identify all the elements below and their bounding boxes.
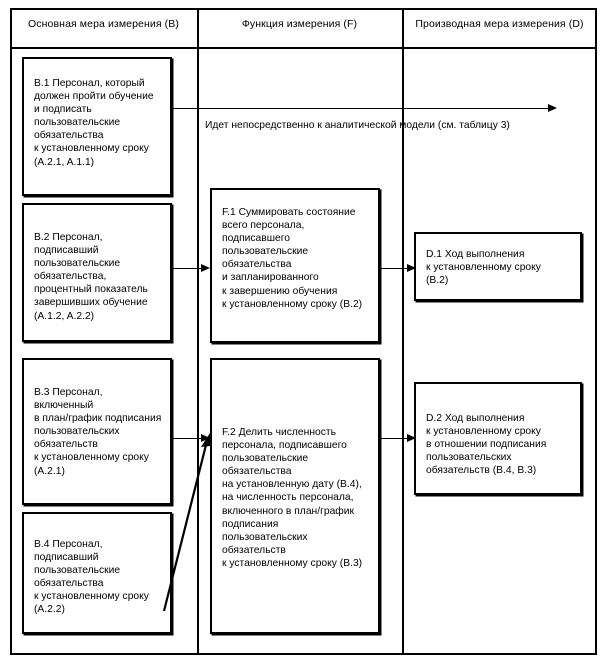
column-divider-b-f [197, 8, 199, 655]
table-frame [10, 8, 597, 655]
box-b3: B.3 Персонал, включенный в план/график п… [22, 358, 172, 505]
box-b2-text: B.2 Персонал, подписавший пользовательск… [34, 232, 148, 322]
box-b1: B.1 Персонал, который должен пройти обуч… [22, 57, 172, 196]
column-divider-f-d [402, 8, 404, 655]
box-b3-text: B.3 Персонал, включенный в план/график п… [34, 387, 162, 477]
box-f1: F.1 Суммировать состояние всего персонал… [210, 188, 380, 343]
arrowhead-f2-to-d2 [407, 433, 416, 442]
header-divider [10, 47, 597, 49]
box-f1-text: F.1 Суммировать состояние всего персонал… [222, 207, 363, 310]
connector-b4-to-f2 [162, 433, 210, 612]
connector-b1-to-model [172, 108, 555, 109]
connector-f2-to-d2 [380, 438, 414, 439]
connector-b3-to-f2 [172, 438, 208, 439]
box-d1-text: D.1 Ход выполнения к установленному срок… [426, 249, 541, 287]
arrowhead-f1-to-d1 [407, 263, 416, 272]
box-f2: F.2 Делить численность персонала, подпис… [210, 358, 380, 634]
annotation-direct-to-model: Идет непосредственно к аналитической мод… [205, 120, 510, 131]
box-f2-text: F.2 Делить численность персонала, подпис… [222, 427, 363, 569]
connector-b2-to-f1 [172, 268, 208, 269]
column-header-base-measure: Основная мера измерения (B) [28, 18, 179, 30]
arrowhead-b3-to-f2 [201, 433, 210, 442]
arrowhead-b1-to-model [548, 103, 557, 112]
column-header-measurement-function: Функция измерения (F) [241, 18, 358, 30]
box-b2: B.2 Персонал, подписавший пользовательск… [22, 203, 172, 342]
column-header-derived-measure: Производная мера измерения (D) [415, 18, 584, 30]
box-b4-text: B.4 Персонал, подписавший пользовательск… [34, 539, 149, 616]
box-b4: B.4 Персонал, подписавший пользовательск… [22, 512, 172, 634]
box-d2-text: D.2 Ход выполнения к установленному срок… [426, 413, 547, 477]
box-b1-text: B.1 Персонал, который должен пройти обуч… [34, 78, 154, 168]
arrowhead-b2-to-f1 [201, 263, 210, 272]
box-d1: D.1 Ход выполнения к установленному срок… [414, 232, 582, 301]
box-d2: D.2 Ход выполнения к установленному срок… [414, 382, 582, 495]
connector-f1-to-d1 [380, 268, 414, 269]
